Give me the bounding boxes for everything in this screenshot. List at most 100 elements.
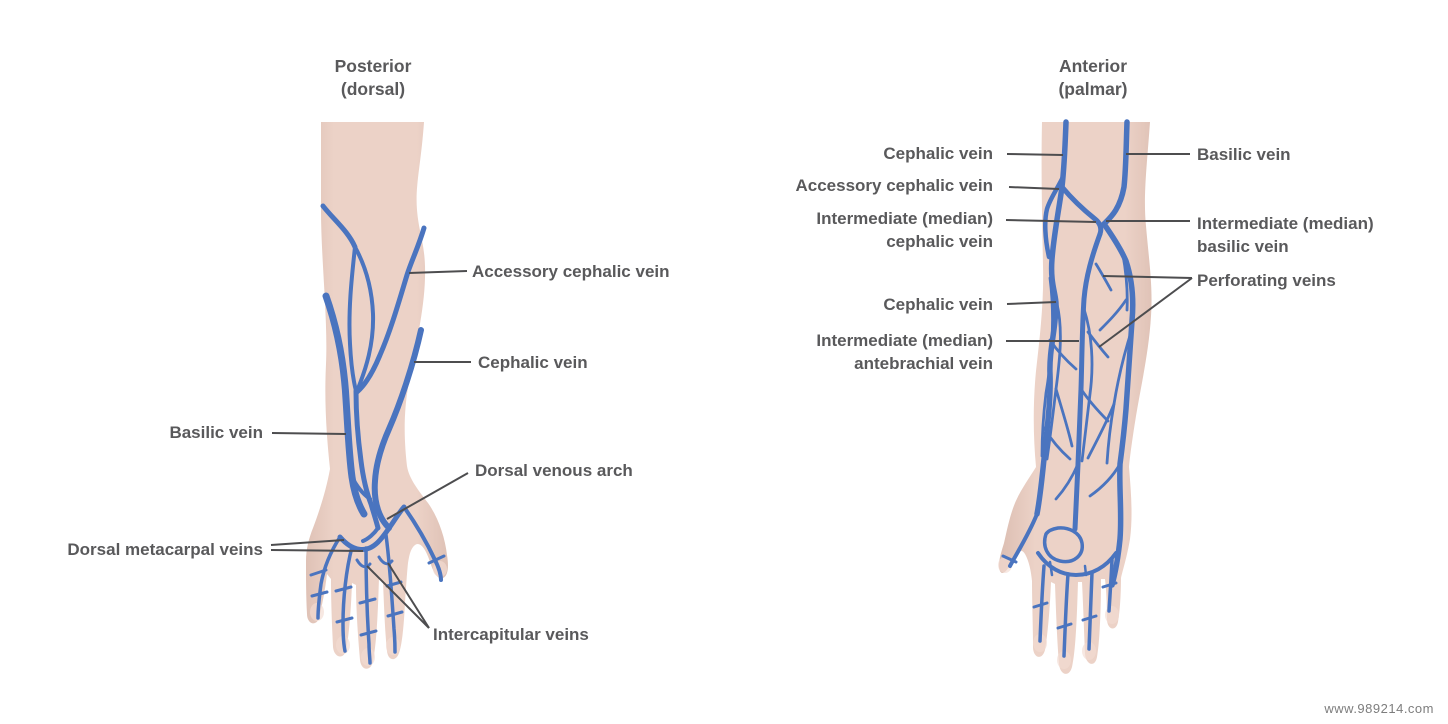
- label-accessory-cephalic-vein-posterior: Accessory cephalic vein: [472, 262, 670, 281]
- label-intermediate-basilic-vein: Intermediate (median) basilic vein: [1197, 212, 1374, 258]
- cephalic-thumb-continuation: [1008, 512, 1039, 568]
- pinky-crossbar-2: [310, 590, 329, 598]
- accessory-cephalic-vein-path: [354, 225, 427, 395]
- watermark-text: www.989214.com: [1324, 701, 1434, 716]
- middle-crossbar-1: [358, 597, 377, 605]
- mesh-vein-1: [1040, 276, 1054, 458]
- vein-loop-left: [347, 245, 358, 393]
- knuckle-link-2: [1083, 564, 1088, 577]
- vein-loop-right: [353, 245, 376, 393]
- label-intermediate-antebrachial-vein: Intermediate (median) antebrachial vein: [693, 329, 993, 375]
- posterior-title: Posterior (dorsal): [273, 55, 473, 101]
- wrist-link-vein: [350, 475, 372, 501]
- leader-intercapitular-2: [387, 562, 430, 629]
- ring-crossbar-1: [334, 585, 353, 593]
- label-intermediate-cephalic-vein: Intermediate (median) cephalic vein: [693, 207, 993, 253]
- anterior-veins: [1001, 119, 1136, 658]
- wrist-connector-1: [1088, 462, 1122, 498]
- anterior-middle-tip-shade: [1057, 651, 1071, 669]
- label-perforating-veins: Perforating veins: [1197, 271, 1336, 290]
- basilic-vein-trunk: [1101, 119, 1130, 227]
- ring-crossbar: [1081, 614, 1098, 622]
- leader-basilic-posterior: [271, 432, 347, 435]
- label-basilic-vein-posterior: Basilic vein: [169, 423, 263, 442]
- metacarpal-vein-middle: [364, 546, 372, 665]
- mesh-vein-10: [1054, 387, 1074, 448]
- anterior-title-line1: Anterior: [1058, 56, 1128, 76]
- leader-accessory-cephalic-posterior: [408, 270, 468, 274]
- label-intermediate-antebrachial-line2: antebrachial vein: [854, 354, 993, 373]
- anterior-title: Anterior (palmar): [993, 55, 1193, 101]
- palmar-finger-vein-pinky: [1107, 558, 1114, 613]
- basilic-vein-lower: [1101, 221, 1136, 588]
- palm-vein-loop: [1042, 526, 1084, 564]
- leader-lines: [270, 153, 1193, 629]
- forearm-branch-vein: [320, 203, 358, 250]
- metacarpal-vein-ring: [341, 545, 354, 653]
- leader-intercapitular-1: [366, 565, 430, 629]
- posterior-arm-silhouette: [306, 122, 448, 669]
- palmar-finger-vein-ring: [1087, 571, 1094, 651]
- middle-crossbar-2: [359, 629, 378, 637]
- label-intermediate-basilic-line2: basilic vein: [1197, 237, 1289, 256]
- intercapitular-vein-1: [355, 558, 372, 569]
- label-intercapitular-veins: Intercapitular veins: [433, 625, 589, 644]
- leader-perforating-1: [1102, 275, 1193, 279]
- perforating-vein-lower: [1086, 330, 1110, 359]
- accessory-cephalic-branch: [1043, 174, 1066, 260]
- mesh-vein-7: [1079, 387, 1110, 423]
- palmar-finger-vein-middle: [1062, 572, 1070, 658]
- anterior-title-line2: (palmar): [1058, 79, 1128, 99]
- mesh-vein-3: [1080, 307, 1094, 463]
- posterior-veins: [309, 203, 446, 665]
- label-intermediate-basilic-line1: Intermediate (median): [1197, 214, 1374, 233]
- anterior-ring-tip-shade: [1082, 642, 1096, 660]
- palmar-venous-arch: [1036, 551, 1118, 577]
- leader-perforating-2: [1098, 277, 1193, 348]
- label-intermediate-cephalic-line1: Intermediate (median): [816, 209, 993, 228]
- leader-accessory-cephalic-anterior: [1008, 186, 1060, 190]
- wrist-connector-2: [1054, 462, 1080, 501]
- dorsal-trunk-vein: [353, 388, 381, 531]
- posterior-title-line1: Posterior: [334, 56, 412, 76]
- arch-trunk-link: [361, 526, 380, 543]
- label-cephalic-vein-upper-anterior: Cephalic vein: [883, 144, 993, 163]
- knuckle-link-1: [1048, 560, 1054, 577]
- leader-dorsal-metacarpal-2: [270, 549, 364, 552]
- index-crossbar-1: [385, 580, 403, 588]
- anterior-arm-silhouette: [998, 122, 1152, 674]
- posterior-title-line2: (dorsal): [340, 79, 406, 99]
- leader-intermediate-cephalic: [1005, 219, 1097, 223]
- pinky-crossbar: [1101, 581, 1118, 589]
- mesh-vein-6: [1048, 338, 1078, 371]
- label-cephalic-vein-lower-anterior: Cephalic vein: [883, 295, 993, 314]
- median-cubital-vein: [1059, 184, 1104, 237]
- index-crossbar: [1032, 601, 1049, 609]
- label-dorsal-venous-arch: Dorsal venous arch: [475, 461, 633, 480]
- leader-cephalic-upper-anterior: [1006, 153, 1064, 156]
- ring-crossbar-2: [335, 616, 354, 624]
- mesh-vein-11: [1086, 402, 1116, 460]
- pinky-crossbar-1: [309, 568, 328, 577]
- mesh-vein-8: [1042, 426, 1072, 461]
- thumb-crossbar: [427, 554, 446, 565]
- anterior-index-tip-shade: [1033, 634, 1047, 652]
- label-cephalic-vein-posterior: Cephalic vein: [478, 353, 588, 372]
- leader-dorsal-venous-arch: [386, 472, 469, 520]
- anterior-thumb-tip-shade: [998, 557, 1012, 573]
- thumb-crossbar-palmar: [1001, 554, 1018, 564]
- label-basilic-vein-anterior: Basilic vein: [1197, 145, 1291, 164]
- anterior-pinky-tip-shade: [1105, 606, 1119, 624]
- leader-cephalic-lower-anterior: [1006, 301, 1057, 305]
- basilic-vein-path: [322, 292, 368, 518]
- label-intermediate-cephalic-line2: cephalic vein: [886, 232, 993, 251]
- metacarpal-vein-index: [384, 533, 397, 654]
- middle-crossbar: [1056, 622, 1073, 630]
- cephalic-vein-path: [371, 327, 424, 531]
- intercapitular-vein-2: [377, 555, 394, 566]
- posterior-arm-illustration: [306, 122, 448, 669]
- label-intermediate-antebrachial-line1: Intermediate (median): [816, 331, 993, 350]
- label-accessory-cephalic-vein-anterior: Accessory cephalic vein: [795, 176, 993, 195]
